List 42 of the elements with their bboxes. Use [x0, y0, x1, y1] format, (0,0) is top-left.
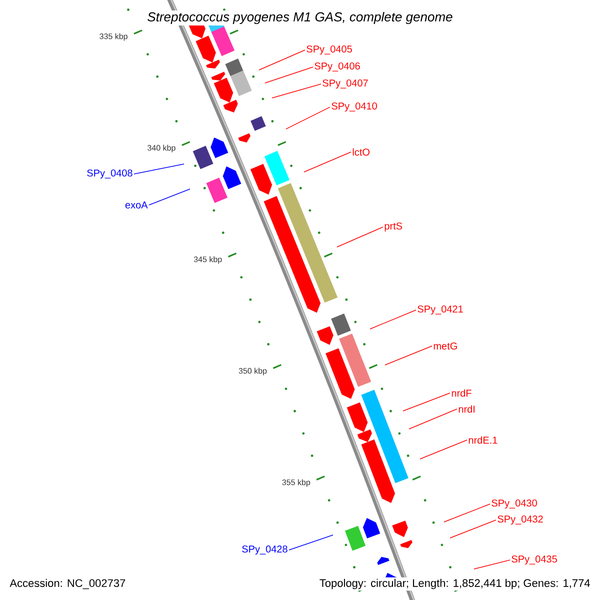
leader-line	[474, 560, 510, 570]
scale-label: 350 kbp	[238, 368, 267, 376]
genome-info-text: Topology: circular; Length: 1,852,441 bp; Genes: 1,774	[318, 577, 592, 591]
gene-label: SPy_0410	[332, 102, 377, 112]
leader-line	[258, 50, 306, 70]
leader-line	[288, 534, 334, 550]
gene-label: lctO	[352, 148, 370, 156]
gene-label: SPy_0408	[87, 169, 132, 179]
gene-label: SPy_0405	[306, 45, 352, 55]
leader-line	[402, 392, 450, 412]
leader-line	[134, 164, 184, 174]
leader-line	[444, 504, 490, 522]
gene-label: nrdF	[452, 389, 472, 397]
accession-text: Accession: NC_002737	[8, 577, 128, 591]
gene-label: exoA	[125, 202, 148, 208]
leader-line	[450, 520, 496, 538]
leader-line	[304, 152, 352, 172]
leader-line	[286, 106, 330, 130]
scale-label: 355 kbp	[282, 479, 310, 487]
gene-label: SPy_0430	[492, 499, 537, 509]
gene-label: metG	[434, 342, 457, 350]
leader-line	[370, 310, 416, 330]
gene-label: SPy_0407	[322, 79, 368, 89]
gene-label: SPy_0406	[314, 62, 360, 72]
scale-label: 335 kbp	[100, 33, 128, 41]
title: Streptococcus pyogenes M1 GAS, complete genome	[146, 10, 454, 26]
leader-line	[420, 440, 468, 460]
gene-label: SPy_0435	[512, 555, 557, 565]
leader-line	[272, 84, 322, 98]
gene-label: nrdE.1	[468, 436, 498, 444]
gene-label: SPy_0428	[242, 545, 288, 555]
leader-line	[264, 66, 314, 84]
gene-label: SPy_0432	[498, 515, 543, 525]
scale-label: 345 kbp	[194, 256, 222, 264]
gene-label: prtS	[384, 222, 402, 232]
leader-line	[336, 226, 384, 248]
gene-label: SPy_0421	[418, 305, 463, 315]
leader-line	[408, 408, 458, 430]
gene-label: nrdI	[458, 405, 474, 413]
leader-line	[148, 188, 190, 206]
leader-line	[384, 346, 432, 366]
scale-label: 340 kbp	[148, 144, 176, 152]
